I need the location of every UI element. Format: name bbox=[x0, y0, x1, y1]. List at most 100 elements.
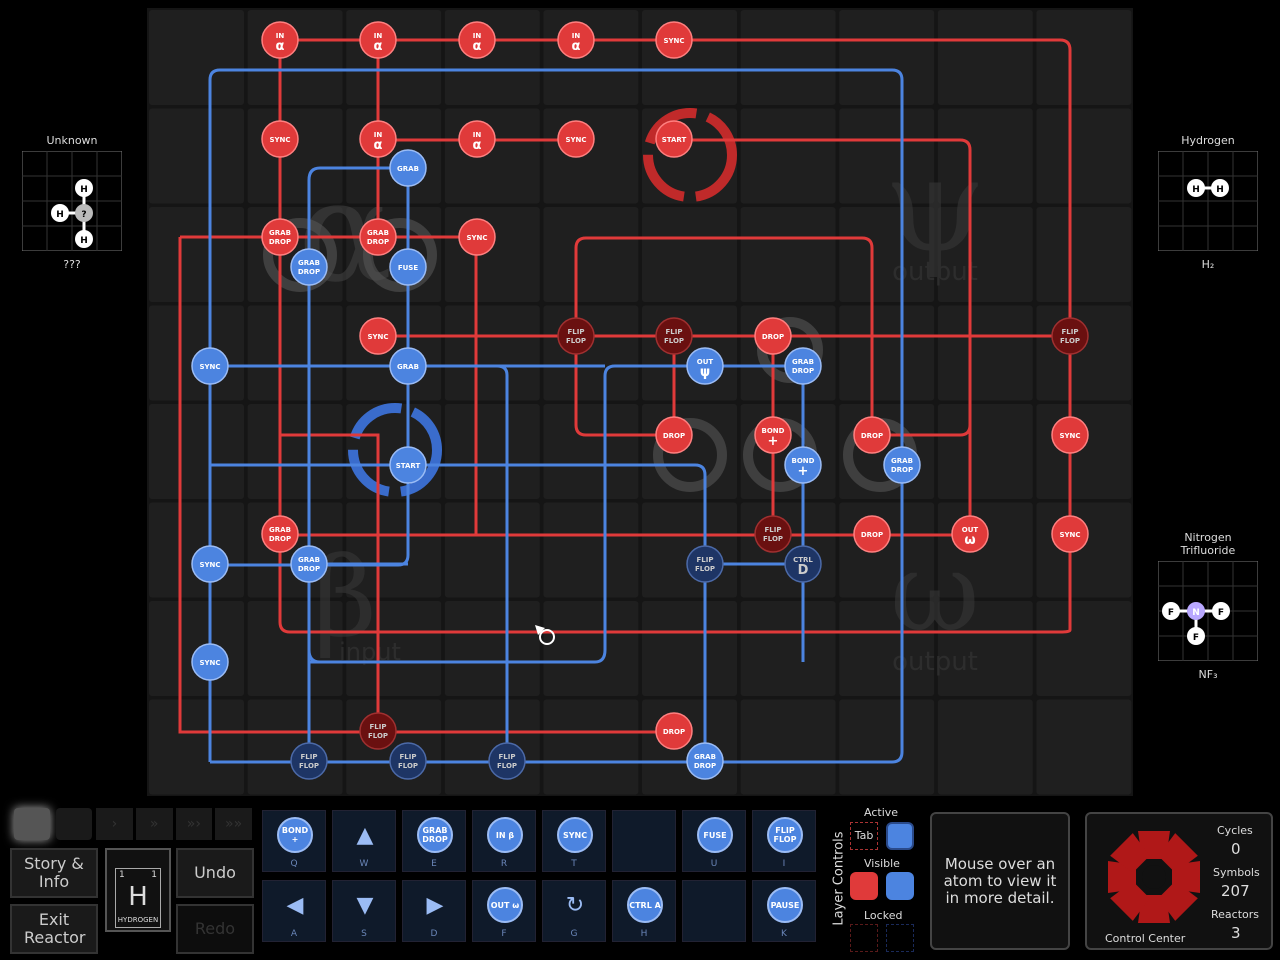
fast-button[interactable]: » bbox=[135, 808, 173, 840]
red-drop-instruction[interactable]: DROP bbox=[655, 416, 693, 454]
play-button[interactable]: › bbox=[96, 808, 133, 840]
red-in-instruction[interactable]: INα bbox=[557, 21, 595, 59]
active-blue-toggle[interactable] bbox=[886, 822, 914, 850]
red-in-instruction[interactable]: INα bbox=[458, 120, 496, 158]
faster-button[interactable]: »› bbox=[175, 808, 213, 840]
undo-button[interactable]: Undo bbox=[176, 848, 254, 898]
nf3-molecule-panel[interactable]: Nitrogen Trifluoride F N F F NF₃ bbox=[1156, 531, 1260, 681]
red-sync-instruction[interactable]: SYNC bbox=[655, 21, 693, 59]
red-in-instruction[interactable]: INα bbox=[359, 21, 397, 59]
blue-start-instruction[interactable]: START bbox=[389, 446, 427, 484]
unknown-molecule-panel[interactable]: Unknown H H ? H ??? bbox=[21, 134, 123, 271]
hydrogen-molecule-panel[interactable]: Hydrogen H H H₂ bbox=[1157, 134, 1259, 271]
red-in-instruction[interactable]: INα bbox=[261, 21, 299, 59]
tool-bottom-6[interactable] bbox=[682, 880, 746, 942]
svg-text:IN: IN bbox=[276, 32, 285, 40]
visible-red-toggle[interactable] bbox=[850, 872, 878, 900]
svg-text:SYNC: SYNC bbox=[199, 561, 220, 569]
svg-text:+: + bbox=[768, 434, 779, 449]
cycles-value: 0 bbox=[1231, 840, 1241, 858]
svg-text:D: D bbox=[798, 563, 809, 578]
tool-top-0[interactable]: BOND +Q bbox=[262, 810, 326, 872]
blue-grab-instruction[interactable]: GRAB bbox=[389, 347, 427, 385]
red-sync-instruction[interactable]: SYNC bbox=[458, 218, 496, 256]
blue-bond-instruction[interactable]: BOND+ bbox=[784, 446, 822, 484]
blue-grab-instruction[interactable]: GRAB bbox=[389, 149, 427, 187]
tool-top-1[interactable]: ▲W bbox=[332, 810, 396, 872]
redo-button[interactable]: Redo bbox=[176, 904, 254, 954]
red-drop-instruction[interactable]: DROP bbox=[853, 416, 891, 454]
red-sync-instruction[interactable]: SYNC bbox=[557, 120, 595, 158]
story-info-button[interactable]: Story & Info bbox=[10, 848, 98, 898]
red-drop-instruction[interactable]: DROP bbox=[754, 317, 792, 355]
stop-button[interactable] bbox=[14, 808, 50, 840]
step-button[interactable] bbox=[56, 808, 92, 840]
red-drop-instruction[interactable]: DROP bbox=[853, 515, 891, 553]
blue-fuse-instruction[interactable]: FUSE bbox=[389, 248, 427, 286]
red-sync-instruction[interactable]: SYNC bbox=[261, 120, 299, 158]
red-in-instruction[interactable]: INα bbox=[458, 21, 496, 59]
red-sync-instruction[interactable]: SYNC bbox=[1051, 515, 1089, 553]
locked-red-toggle[interactable] bbox=[850, 924, 878, 952]
blue-sync-instruction[interactable]: SYNC bbox=[191, 545, 229, 583]
svg-text:ω: ω bbox=[964, 533, 975, 548]
cursor-icon bbox=[535, 625, 555, 645]
hydrogen-formula: H₂ bbox=[1201, 258, 1215, 271]
red-bond-instruction[interactable]: BOND+ bbox=[754, 416, 792, 454]
visible-blue-toggle[interactable] bbox=[886, 872, 914, 900]
blue-segment bbox=[408, 364, 509, 762]
red-in-instruction[interactable]: INα bbox=[359, 120, 397, 158]
svg-text:GRAB: GRAB bbox=[298, 259, 320, 267]
red-drop-instruction[interactable]: DROP bbox=[655, 712, 693, 750]
tool-bottom-2[interactable]: ▶D bbox=[402, 880, 466, 942]
svg-text:H: H bbox=[56, 210, 64, 220]
svg-text:F: F bbox=[1168, 608, 1174, 618]
fastest-button[interactable]: »» bbox=[215, 808, 252, 840]
blue-sync-instruction[interactable]: SYNC bbox=[191, 643, 229, 681]
reactors-value: 3 bbox=[1231, 924, 1241, 942]
active-tab-button[interactable]: Tab bbox=[850, 822, 878, 850]
reactor-board[interactable]: ψ output ω output α β input INαINαINαINα… bbox=[0, 0, 1280, 800]
locked-blue-toggle[interactable] bbox=[886, 924, 914, 952]
red-start-instruction[interactable]: START bbox=[655, 120, 693, 158]
speed-buttons[interactable]: › » »› »» bbox=[96, 808, 252, 840]
red-sync-instruction[interactable]: SYNC bbox=[1051, 416, 1089, 454]
tool-top-5[interactable] bbox=[612, 810, 676, 872]
tool-bottom-4[interactable]: ↻G bbox=[542, 880, 606, 942]
tool-bottom-0[interactable]: ◀A bbox=[262, 880, 326, 942]
svg-text:OUT: OUT bbox=[697, 358, 714, 366]
blue-sync-instruction[interactable]: SYNC bbox=[191, 347, 229, 385]
red-sync-instruction[interactable]: SYNC bbox=[359, 317, 397, 355]
tool-bottom-1[interactable]: ▼S bbox=[332, 880, 396, 942]
exit-reactor-button[interactable]: Exit Reactor bbox=[10, 904, 98, 954]
blue-segment bbox=[210, 463, 707, 762]
